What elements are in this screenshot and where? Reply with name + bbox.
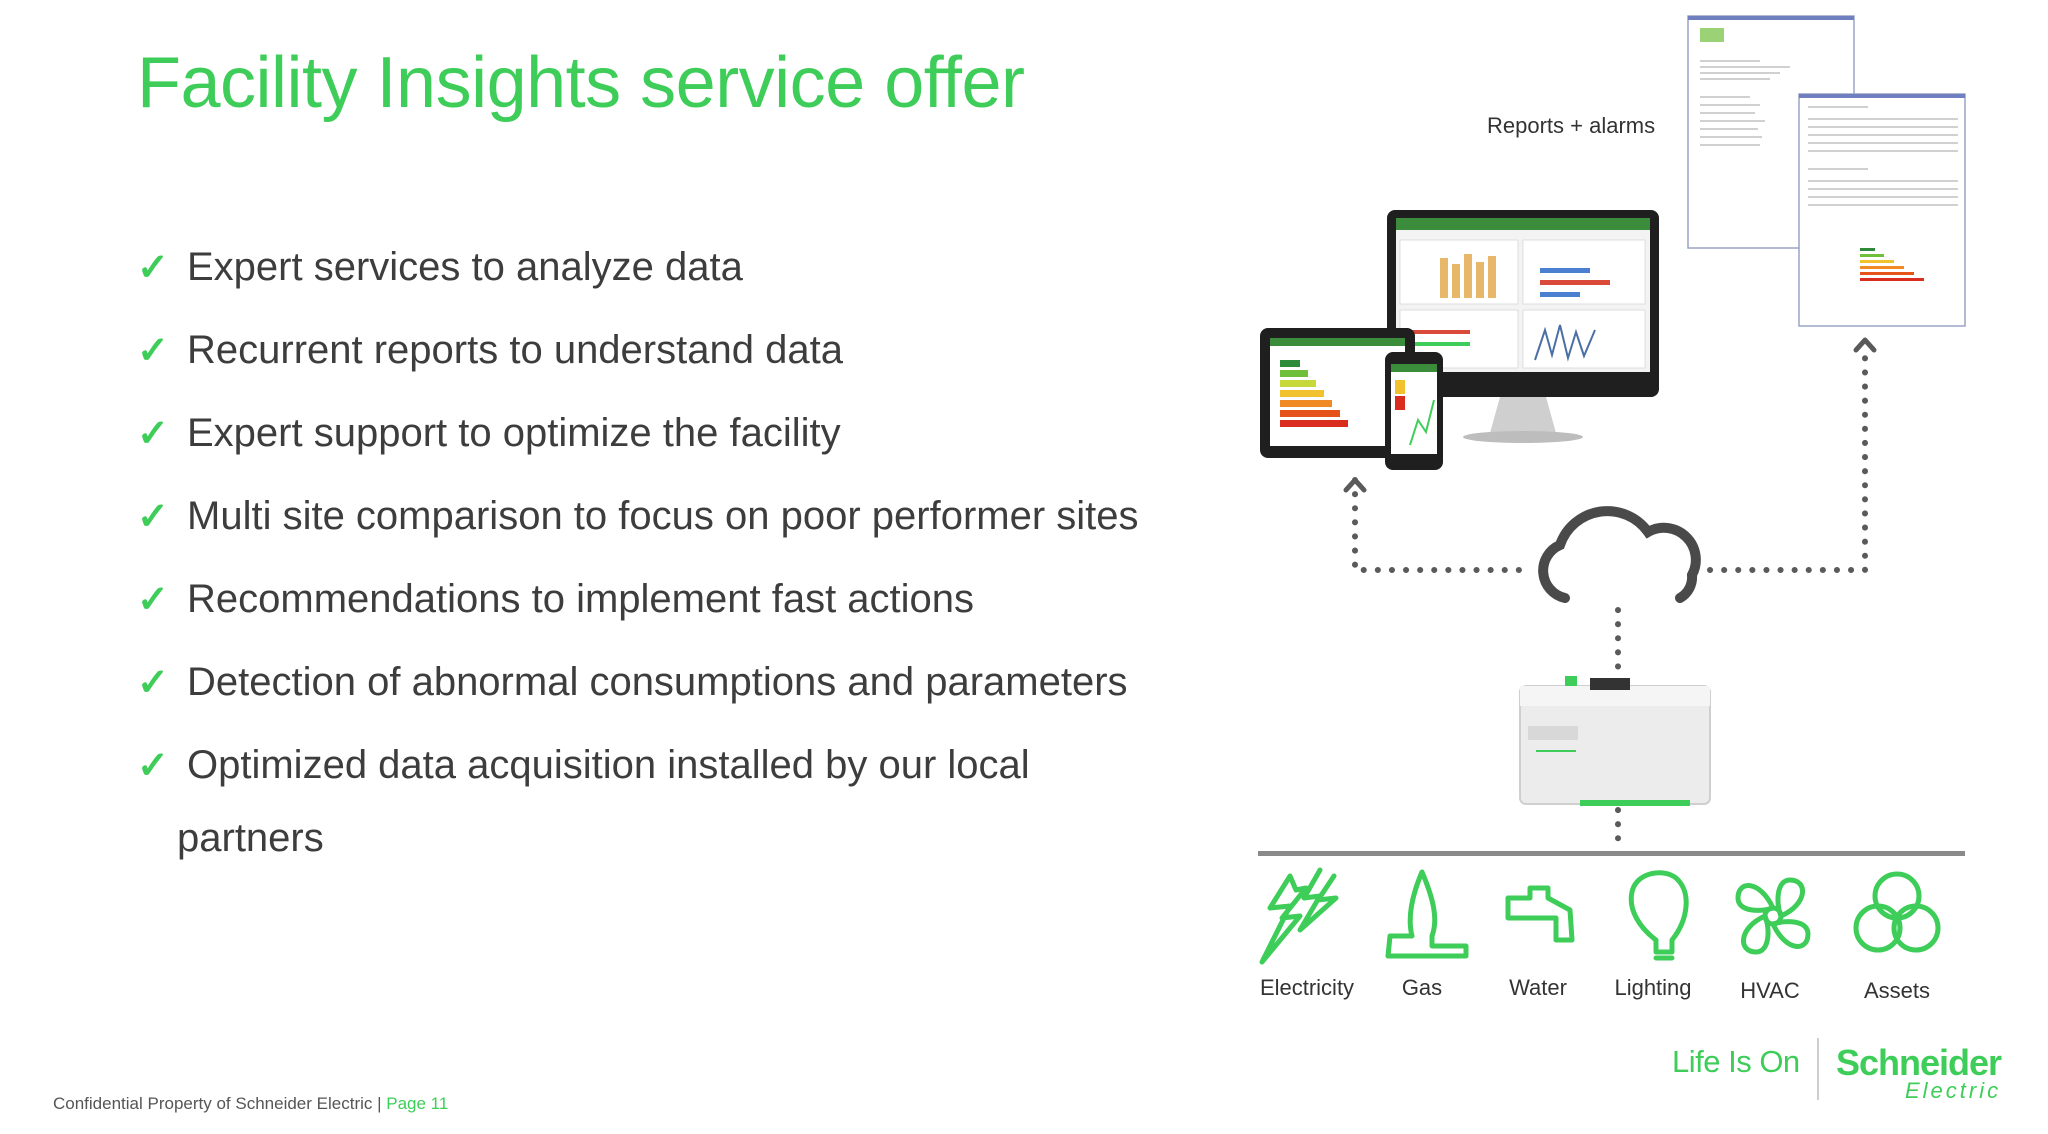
resource-label-gas: Gas bbox=[1401, 975, 1443, 1000]
bullet-continuation: partners bbox=[177, 816, 324, 861]
report-page bbox=[1687, 15, 1855, 249]
footer: Confidential Property of Schneider Elect… bbox=[53, 1094, 448, 1114]
bullet-text: Recurrent reports to understand data bbox=[187, 328, 843, 372]
arrow-up-icon bbox=[1343, 477, 1367, 493]
footer-text: Confidential Property of Schneider Elect… bbox=[53, 1094, 387, 1113]
cloud-icon bbox=[1538, 506, 1701, 603]
resource-label-hvac: HVAC bbox=[1740, 978, 1800, 1003]
gas-flame-icon bbox=[1385, 869, 1469, 959]
bullet-item: ✓ Recurrent reports to understand data bbox=[137, 328, 843, 373]
bullet-item: ✓ Optimized data acquisition installed b… bbox=[137, 743, 1030, 788]
resource-label-electricity: Electricity bbox=[1259, 975, 1355, 1000]
reports-label: Reports + alarms bbox=[1487, 113, 1656, 138]
resource-label-assets: Assets bbox=[1863, 978, 1931, 1003]
bullet-text: Expert services to analyze data bbox=[187, 245, 743, 289]
report-page bbox=[1798, 93, 1966, 327]
resource-baseline bbox=[1258, 851, 1965, 856]
lightning-icon bbox=[1259, 867, 1339, 965]
bullet-text: Multi site comparison to focus on poor p… bbox=[187, 494, 1139, 538]
schneider-logo: Schneider bbox=[1836, 1042, 2002, 1083]
logo-divider bbox=[1817, 1038, 1819, 1100]
check-icon: ✓ bbox=[137, 330, 169, 372]
schneider-logo-sub: Electric bbox=[1905, 1078, 2002, 1103]
bullet-item: ✓ Detection of abnormal consumptions and… bbox=[137, 660, 1128, 705]
page-number: Page 11 bbox=[386, 1094, 449, 1113]
check-icon: ✓ bbox=[137, 662, 169, 704]
monitor-illustration bbox=[1387, 210, 1659, 443]
bullet-item: ✓ Recommendations to implement fast acti… bbox=[137, 577, 974, 622]
check-icon: ✓ bbox=[137, 579, 169, 621]
bullet-item: ✓ Multi site comparison to focus on poor… bbox=[137, 494, 1139, 539]
bullet-text: Detection of abnormal consumptions and p… bbox=[187, 660, 1128, 704]
check-icon: ✓ bbox=[137, 496, 169, 538]
bullet-item: ✓ Expert support to optimize the facilit… bbox=[137, 411, 841, 456]
bullet-text: Recommendations to implement fast action… bbox=[187, 577, 975, 621]
check-icon: ✓ bbox=[137, 247, 169, 289]
resource-label-lighting: Lighting bbox=[1614, 975, 1692, 1000]
bullet-text: Expert support to optimize the facility bbox=[187, 411, 841, 455]
check-icon: ✓ bbox=[137, 413, 169, 455]
controller-device bbox=[1519, 676, 1711, 806]
bullet-text: Optimized data acquisition installed by … bbox=[187, 743, 1030, 787]
life-is-on-tagline: Life Is On bbox=[1672, 1044, 1800, 1079]
resource-label-water: Water bbox=[1509, 975, 1567, 1000]
check-icon: ✓ bbox=[137, 745, 169, 787]
bullet-text: partners bbox=[177, 816, 324, 860]
arrow-up-icon bbox=[1853, 337, 1877, 353]
phone-illustration bbox=[1385, 352, 1443, 470]
tablet-illustration bbox=[1260, 328, 1415, 458]
assets-knot-icon bbox=[1853, 871, 1941, 953]
fan-icon bbox=[1735, 877, 1811, 955]
water-tap-icon bbox=[1505, 885, 1575, 943]
page-title: Facility Insights service offer bbox=[137, 43, 1025, 123]
light-bulb-icon bbox=[1628, 870, 1689, 961]
bullet-item: ✓ Expert services to analyze data bbox=[137, 245, 743, 290]
